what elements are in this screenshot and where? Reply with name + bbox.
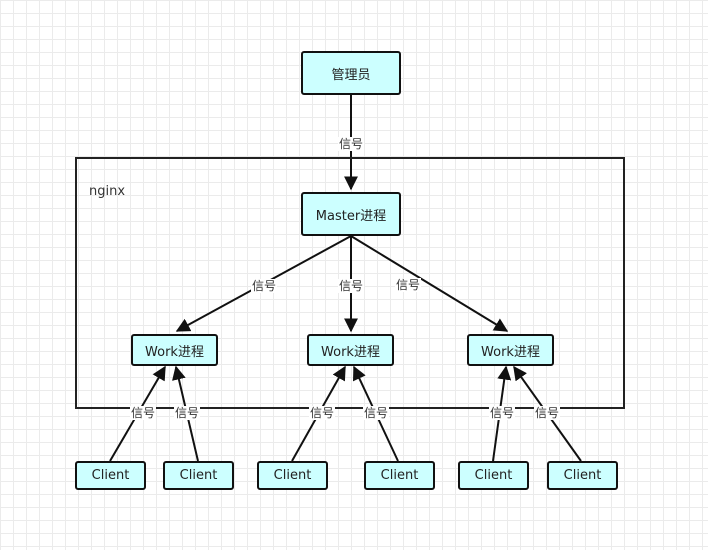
work-process-node-2[interactable]: Work进程: [307, 334, 394, 366]
admin-node[interactable]: 管理员: [301, 51, 401, 95]
client-node-2[interactable]: Client: [163, 461, 234, 490]
edge-label-client1-work1: 信号: [129, 406, 157, 420]
edge-label-admin-master: 信号: [337, 137, 365, 151]
work-process-node-3[interactable]: Work进程: [467, 334, 554, 366]
master-process-node[interactable]: Master进程: [301, 192, 401, 236]
edge-label-client5-work3: 信号: [488, 406, 516, 420]
client-node-3[interactable]: Client: [257, 461, 328, 490]
client-node-1[interactable]: Client: [75, 461, 146, 490]
edge-label-client6-work3: 信号: [533, 406, 561, 420]
edge-label-client4-work2: 信号: [362, 406, 390, 420]
edge-label-client3-work2: 信号: [308, 406, 336, 420]
edge-label-client2-work1: 信号: [173, 406, 201, 420]
work-process-node-1[interactable]: Work进程: [131, 334, 218, 366]
edge-label-master-work2: 信号: [337, 279, 365, 293]
edge-label-master-work3: 信号: [394, 278, 422, 292]
edge-master-work3: [350, 235, 509, 332]
client-node-6[interactable]: Client: [547, 461, 618, 490]
client-node-4[interactable]: Client: [364, 461, 435, 490]
nginx-container: [75, 157, 625, 409]
edge-label-master-work1: 信号: [250, 279, 278, 293]
nginx-container-label: nginx: [89, 184, 126, 199]
client-node-5[interactable]: Client: [458, 461, 529, 490]
